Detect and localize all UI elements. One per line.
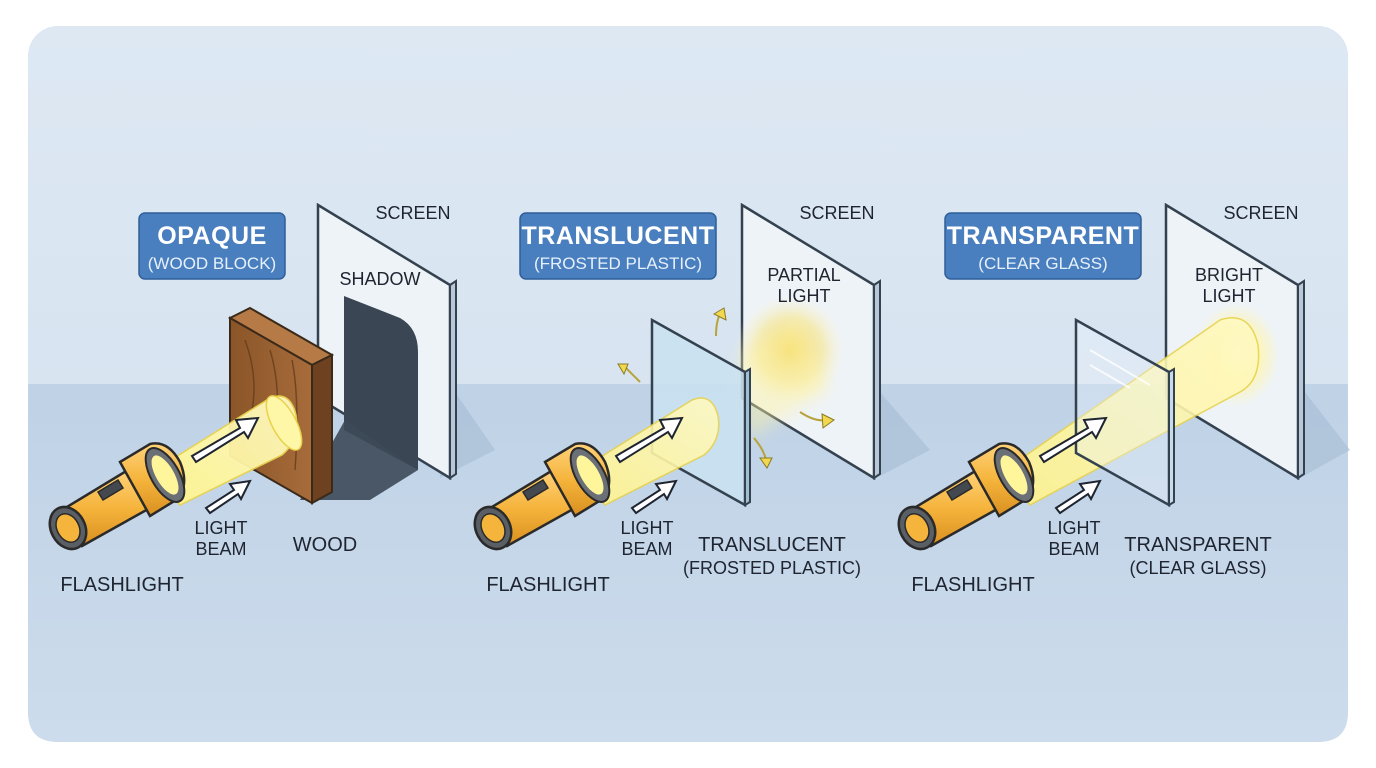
beam-label-line1: LIGHT: [620, 518, 673, 538]
beam-end: [265, 395, 303, 451]
flashlight: [897, 442, 1035, 551]
screen-floor-shadow: [870, 392, 930, 478]
material-label-line1: TRANSLUCENT: [698, 534, 846, 556]
label-pointer-arrow: [1054, 479, 1102, 515]
light-beam: [578, 397, 720, 506]
material-label: WOOD: [293, 534, 357, 556]
badge-subtitle: (FROSTED PLASTIC): [534, 254, 702, 273]
opaque-scene: [48, 202, 495, 551]
screen-edge: [873, 279, 881, 480]
badge-subtitle: (WOOD BLOCK): [148, 254, 276, 273]
badge-subtitle: (CLEAR GLASS): [978, 254, 1107, 273]
material-label-line2: (FROSTED PLASTIC): [683, 558, 861, 578]
flashlight-label: FLASHLIGHT: [911, 574, 1034, 596]
screen-label: SCREEN: [1223, 203, 1298, 223]
material-label-line1: TRANSPARENT: [1124, 534, 1271, 556]
screen-label: SCREEN: [375, 203, 450, 223]
label-pointer-arrow: [204, 479, 252, 515]
beam-label-line2: BEAM: [1048, 539, 1099, 559]
transparent-scene: [897, 202, 1350, 551]
glass-edge: [1168, 367, 1175, 507]
beam-label-line2: BEAM: [195, 539, 246, 559]
beam-direction-arrow: [1038, 416, 1108, 464]
screen-text-line2: LIGHT: [1202, 286, 1255, 306]
flashlight-label: FLASHLIGHT: [60, 574, 183, 596]
screen-edge: [449, 279, 457, 480]
badge-translucent: TRANSLUCENT (FROSTED PLASTIC): [519, 212, 717, 280]
screen-text-line1: PARTIAL: [767, 265, 840, 285]
wood-side: [311, 353, 333, 505]
beam-direction-arrow: [190, 416, 260, 464]
shadow-on-screen: [344, 296, 418, 470]
badge-title: OPAQUE: [157, 222, 267, 250]
screen-label: SCREEN: [799, 203, 874, 223]
screen-edge: [1297, 279, 1305, 480]
flashlight-label: FLASHLIGHT: [486, 574, 609, 596]
flashlight: [473, 442, 611, 551]
glass-shine: [1089, 349, 1151, 389]
translucent-scene: [473, 202, 930, 551]
beam-label-line1: LIGHT: [194, 518, 247, 538]
beam-direction-arrow: [614, 416, 684, 464]
plastic-edge: [744, 367, 751, 507]
material-label-line2: (CLEAR GLASS): [1129, 558, 1266, 578]
screen-text-line1: SHADOW: [340, 269, 421, 289]
light-beam: [1003, 317, 1260, 506]
beam-label-line2: BEAM: [621, 539, 672, 559]
badge-transparent: TRANSPARENT (CLEAR GLASS): [944, 212, 1142, 280]
badge-title: TRANSPARENT: [947, 222, 1140, 250]
screen-text-line2: LIGHT: [777, 286, 830, 306]
flashlight: [48, 442, 186, 551]
beam-label-line1: LIGHT: [1047, 518, 1100, 538]
diffused-beam: [740, 318, 830, 440]
badge-title: TRANSLUCENT: [522, 222, 715, 250]
screen-floor-shadow: [1296, 392, 1350, 478]
badge-opaque: OPAQUE (WOOD BLOCK): [138, 212, 286, 280]
label-pointer-arrow: [630, 479, 678, 515]
light-beam: [153, 395, 298, 506]
screen-text-line1: BRIGHT: [1195, 265, 1263, 285]
